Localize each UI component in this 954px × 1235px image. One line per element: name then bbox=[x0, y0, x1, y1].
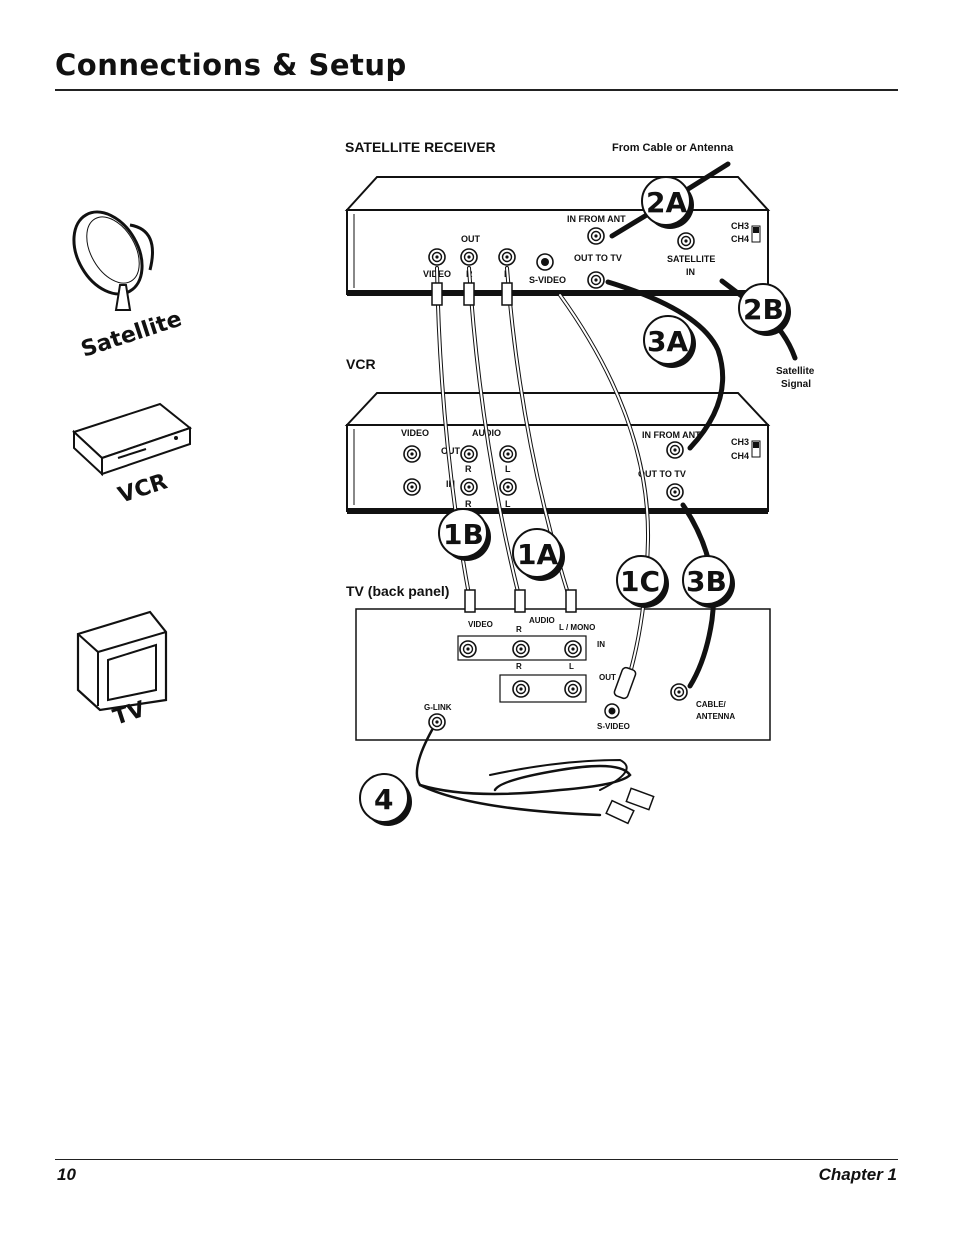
vcr-audio-r-in-jack[interactable] bbox=[460, 478, 478, 496]
sat-ch3-label: CH3 bbox=[731, 221, 749, 231]
tv-section-label: TV (back panel) bbox=[346, 583, 449, 599]
sat-satellite-in-jack[interactable] bbox=[677, 232, 695, 250]
satellite-signal-label-2: Signal bbox=[781, 379, 811, 390]
sat-satellite-in-label-2: IN bbox=[686, 267, 695, 277]
vcr-section-label: VCR bbox=[346, 356, 376, 372]
cable-3a bbox=[605, 279, 726, 451]
vcr-out-to-tv-label: OUT TO TV bbox=[638, 469, 686, 479]
vcr-video-in-jack[interactable] bbox=[403, 478, 421, 496]
tv-icon bbox=[76, 610, 168, 712]
badge-3a: 3A bbox=[643, 315, 696, 368]
from-cable-label: From Cable or Antenna bbox=[612, 142, 734, 154]
tv-g-link-jack[interactable] bbox=[428, 713, 446, 731]
badge-1a: 1A bbox=[512, 528, 565, 581]
sat-in-from-ant-jack[interactable] bbox=[587, 227, 605, 245]
tv-l-mono-label: L / MONO bbox=[559, 623, 595, 632]
vcr-icon bbox=[72, 402, 193, 477]
sat-s-video-label: S-VIDEO bbox=[529, 275, 566, 285]
page-number: 10 bbox=[57, 1165, 76, 1184]
page-title: Connections & Setup bbox=[55, 48, 407, 82]
vcr-l-in-label: L bbox=[505, 499, 511, 509]
vcr-l-out-label: L bbox=[505, 464, 511, 474]
vcr-r-out-label: R bbox=[465, 464, 472, 474]
svg-text:1B: 1B bbox=[443, 518, 484, 551]
vcr-audio-l-out-jack[interactable] bbox=[499, 445, 517, 463]
tv-s-video-label: S-VIDEO bbox=[597, 722, 630, 731]
badge-1c: 1C bbox=[616, 555, 669, 608]
svg-text:1C: 1C bbox=[620, 565, 660, 598]
satellite-signal-label-1: Satellite bbox=[776, 366, 815, 377]
tv-out-label: OUT bbox=[599, 673, 616, 682]
tv-r-out-label: R bbox=[516, 662, 522, 671]
footer-rule bbox=[55, 1159, 898, 1160]
svg-text:3B: 3B bbox=[686, 565, 727, 598]
vcr-audio-r-out-jack[interactable] bbox=[460, 445, 478, 463]
vcr-video-out-jack[interactable] bbox=[403, 445, 421, 463]
vcr-out-to-tv-jack[interactable] bbox=[666, 483, 684, 501]
satellite-dish-icon bbox=[72, 210, 154, 311]
satellite-label: Satellite bbox=[78, 307, 185, 363]
tv-s-video-jack[interactable] bbox=[604, 703, 620, 719]
tv-audio-r-in-jack[interactable] bbox=[512, 640, 530, 658]
vcr-video-label: VIDEO bbox=[401, 428, 429, 438]
svg-text:1A: 1A bbox=[517, 538, 558, 571]
badge-2b: 2B bbox=[738, 283, 791, 336]
sat-audio-l-out-jack[interactable] bbox=[498, 248, 516, 266]
tv-cable-label-2: ANTENNA bbox=[696, 712, 735, 721]
badge-4: 4 bbox=[359, 773, 412, 826]
cable-from-antenna bbox=[609, 161, 731, 239]
vcr-in-from-ant-label: IN FROM ANT bbox=[642, 430, 701, 440]
sat-in-from-ant-label: IN FROM ANT bbox=[567, 214, 626, 224]
tv-audio-r-out-jack[interactable] bbox=[512, 680, 530, 698]
svg-text:2A: 2A bbox=[646, 186, 687, 219]
chapter-label: Chapter 1 bbox=[818, 1165, 897, 1184]
tv-r-in-label: R bbox=[516, 625, 522, 634]
sat-ch4-label: CH4 bbox=[731, 234, 749, 244]
badge-1b: 1B bbox=[438, 508, 491, 561]
tv-in-label: IN bbox=[597, 640, 605, 649]
vcr-in-from-ant-jack[interactable] bbox=[666, 441, 684, 459]
vcr-label: VCR bbox=[115, 469, 170, 508]
tv-l-out-label: L bbox=[569, 662, 574, 671]
badge-2a: 2A bbox=[641, 176, 694, 229]
header-rule bbox=[55, 89, 898, 91]
sat-out-label: OUT bbox=[461, 234, 481, 244]
tv-g-link-label: G-LINK bbox=[424, 703, 452, 712]
badge-3b: 3B bbox=[682, 555, 735, 608]
tv-audio-l-in-jack[interactable] bbox=[564, 640, 582, 658]
svg-text:3A: 3A bbox=[647, 325, 688, 358]
sat-audio-r-out-jack[interactable] bbox=[460, 248, 478, 266]
tv-cable-antenna-jack[interactable] bbox=[670, 683, 688, 701]
vcr-ch-switch[interactable] bbox=[751, 440, 761, 458]
sat-out-to-tv-jack[interactable] bbox=[587, 271, 605, 289]
vcr-ch4-label: CH4 bbox=[731, 451, 749, 461]
sat-ch-switch[interactable] bbox=[751, 225, 761, 243]
sat-s-video-jack[interactable] bbox=[536, 253, 554, 271]
tv-audio-l-out-jack[interactable] bbox=[564, 680, 582, 698]
vcr-ch3-label: CH3 bbox=[731, 437, 749, 447]
sat-video-out-jack[interactable] bbox=[428, 248, 446, 266]
svg-text:4: 4 bbox=[374, 783, 393, 816]
svg-text:2B: 2B bbox=[743, 293, 784, 326]
vcr-audio-l-in-jack[interactable] bbox=[499, 478, 517, 496]
tv-video-label: VIDEO bbox=[468, 620, 493, 629]
cable-3b bbox=[680, 502, 716, 689]
tv-audio-label: AUDIO bbox=[529, 616, 555, 625]
vcr-r-in-label: R bbox=[465, 499, 472, 509]
vcr-out-label: OUT bbox=[441, 446, 461, 456]
sat-out-to-tv-label: OUT TO TV bbox=[574, 253, 622, 263]
tv-cable-label-1: CABLE/ bbox=[696, 700, 727, 709]
tv-video-in-jack[interactable] bbox=[459, 640, 477, 658]
sat-satellite-in-label-1: SATELLITE bbox=[667, 254, 715, 264]
satellite-receiver-label: SATELLITE RECEIVER bbox=[345, 139, 496, 155]
